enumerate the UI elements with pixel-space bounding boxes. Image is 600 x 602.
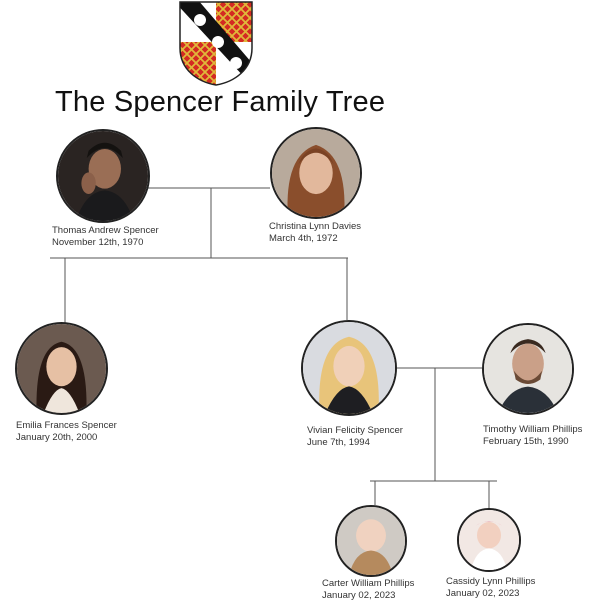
thomas-birthdate: November 12th, 1970 <box>52 237 144 248</box>
vivian-portrait <box>301 320 397 416</box>
emilia-name: Emilia Frances Spencer <box>16 420 117 431</box>
vivian-birthdate: June 7th, 1994 <box>307 437 370 448</box>
timothy-name: Timothy William Phillips <box>483 424 583 435</box>
page-title: The Spencer Family Tree <box>55 86 386 118</box>
thomas-portrait <box>56 129 150 223</box>
carter-birthdate: January 02, 2023 <box>322 590 396 601</box>
thomas-name: Thomas Andrew Spencer <box>52 225 159 236</box>
timothy-birthdate: February 15th, 1990 <box>483 436 569 447</box>
christina-name: Christina Lynn Davies <box>269 221 362 232</box>
vivian-name: Vivian Felicity Spencer <box>307 425 403 436</box>
carter-portrait <box>335 505 407 577</box>
christina-portrait <box>270 127 362 219</box>
cassidy-name: Cassidy Lynn Phillips <box>446 576 536 587</box>
cassidy-portrait <box>457 508 521 572</box>
christina-birthdate: March 4th, 1972 <box>269 233 338 244</box>
carter-name: Carter William Phillips <box>322 578 415 589</box>
timothy-portrait <box>482 323 574 415</box>
emilia-birthdate: January 20th, 2000 <box>16 432 98 443</box>
cassidy-birthdate: January 02, 2023 <box>446 588 520 599</box>
emilia-portrait <box>15 322 108 415</box>
family-crest <box>178 0 254 86</box>
